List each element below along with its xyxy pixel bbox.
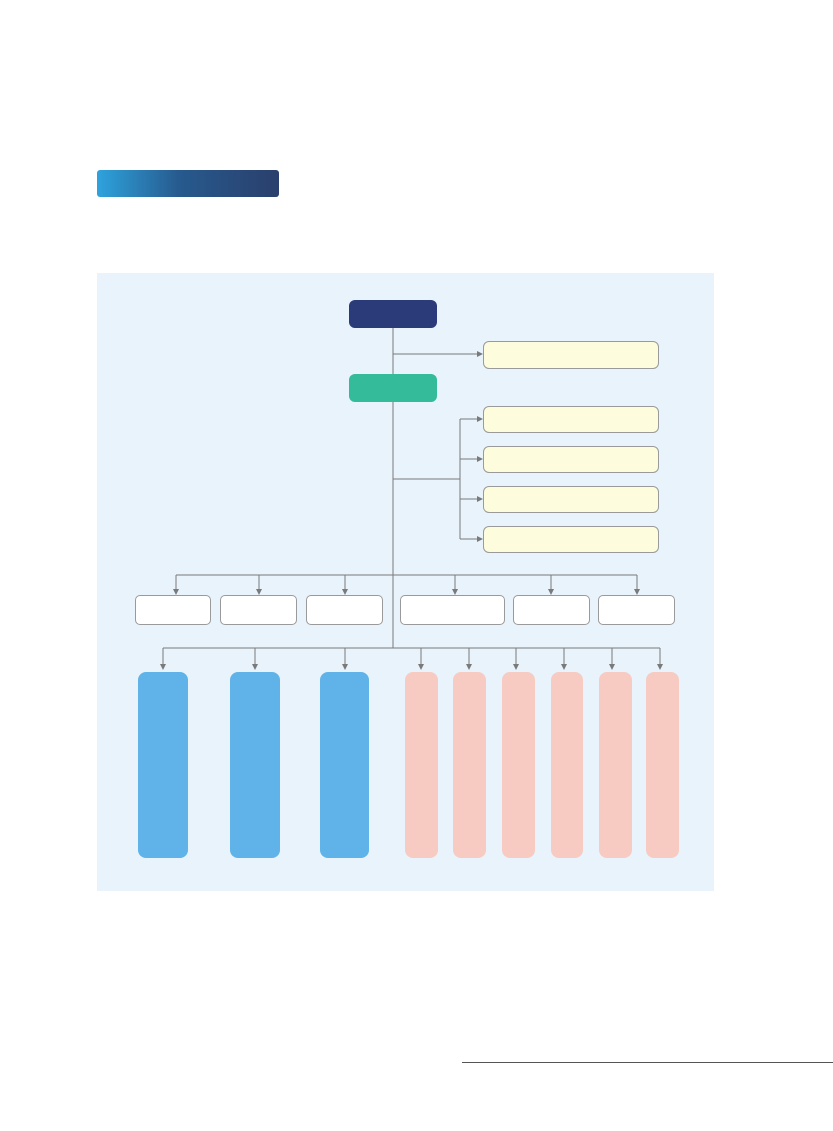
org-mid-node-1 [135,595,211,625]
org-side-node-4 [483,526,659,553]
section-banner [97,170,279,197]
org-bottom-column-9 [646,672,679,858]
org-bottom-column-2 [230,672,280,858]
org-bottom-column-6 [502,672,535,858]
org-mid-node-2 [220,595,297,625]
org-mid-node-4 [400,595,505,625]
org-top-node [349,300,437,328]
org-mid-node-3 [306,595,383,625]
org-mid-node-6 [598,595,675,625]
org-chart-panel [97,273,714,891]
org-bottom-column-5 [453,672,486,858]
org-chart-connectors [160,328,663,670]
org-side-node-3 [483,486,659,513]
org-bottom-column-7 [551,672,583,858]
footer-rule [462,1062,833,1063]
org-bottom-column-1 [138,672,188,858]
org-side-node-1 [483,406,659,433]
org-bottom-column-3 [320,672,369,858]
org-side-node-2 [483,446,659,473]
org-second-node [349,374,437,402]
org-bottom-column-4 [405,672,438,858]
org-mid-node-5 [513,595,590,625]
org-bottom-column-8 [599,672,632,858]
org-top-side-node [483,341,659,369]
